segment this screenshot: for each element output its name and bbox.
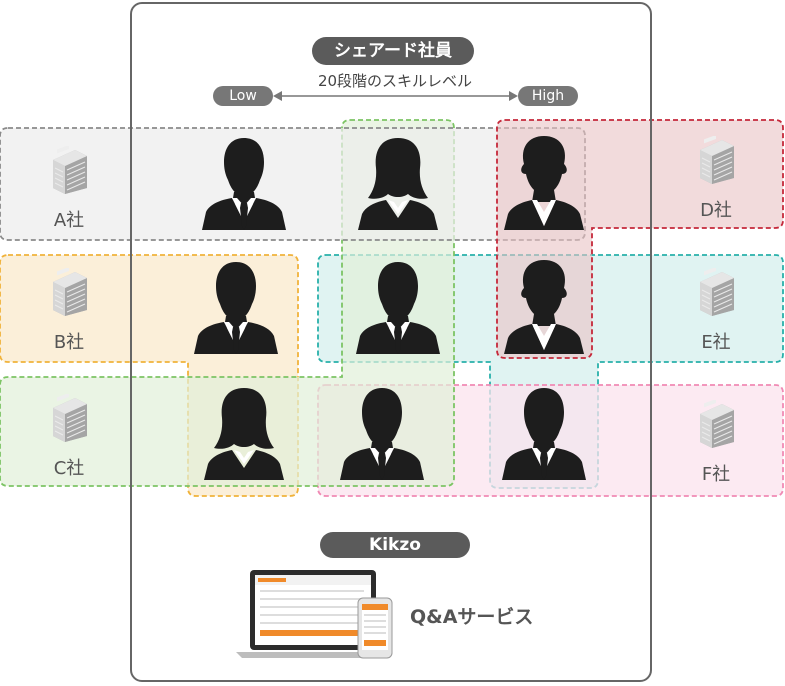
company-label-c: C社	[53, 458, 85, 479]
company-label-b: B社	[53, 332, 85, 353]
company-label-a: A社	[53, 210, 85, 231]
skill-range-arrow	[273, 91, 518, 101]
building-icon	[52, 268, 88, 316]
employee-icon	[502, 388, 586, 480]
employee-icon	[358, 138, 438, 230]
company-label-f: F社	[701, 464, 731, 485]
building-icon	[52, 146, 88, 194]
service-label: Q&Aサービス	[410, 606, 534, 628]
employee-icon	[202, 138, 286, 230]
employee-icon	[194, 262, 278, 354]
low-label: Low	[213, 86, 273, 106]
employee-icon	[356, 262, 440, 354]
employee-icon	[204, 388, 284, 480]
employee-icon	[504, 260, 584, 354]
building-icon	[699, 400, 735, 448]
region-c	[0, 119, 455, 487]
building-icon	[52, 394, 88, 442]
employee-icon	[504, 136, 584, 230]
employee-icon	[340, 388, 424, 480]
building-icon	[699, 268, 735, 316]
shared-employee-frame	[130, 2, 652, 682]
company-label-e: E社	[701, 332, 731, 353]
brand-pill: Kikzo	[320, 532, 470, 558]
title-pill: シェアード社員	[312, 37, 474, 65]
high-label: High	[518, 86, 578, 106]
skill-caption: 20段階のスキルレベル	[317, 72, 473, 90]
laptop-phone-icon	[236, 570, 393, 659]
company-label-d: D社	[700, 200, 732, 221]
building-icon	[699, 136, 735, 184]
